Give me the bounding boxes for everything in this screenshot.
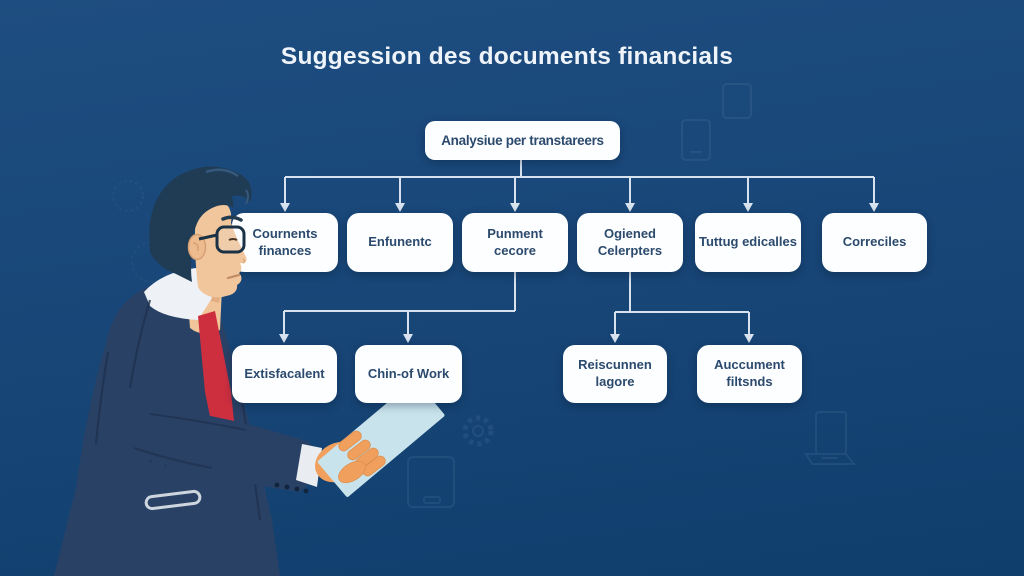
nose-shade [242, 258, 246, 264]
flow-node-label: Extisfacalent [244, 365, 325, 381]
flow-node-level1-6: Correciles [822, 213, 927, 272]
left-subtree-connector [283, 272, 516, 334]
flow-node-label: Analysiue per transtareers [441, 132, 604, 148]
tablet-icon [407, 456, 455, 508]
flow-node-level2-2: Chin-of Work [355, 345, 462, 403]
eyebrow [221, 215, 243, 222]
jacket-pocket [144, 489, 202, 511]
flow-node-label: Correciles [842, 234, 907, 250]
flow-node-level2-4: Auccument filtsnds [697, 345, 802, 403]
flow-node-root: Analysiue per transtareers [425, 121, 620, 160]
shirt-collar [144, 268, 212, 320]
flow-node-label: Punment cecore [487, 225, 543, 258]
ear [187, 233, 207, 261]
flow-node-level1-2: Enfunentc [347, 213, 453, 272]
right-subtree-connector [614, 272, 750, 334]
sleeve-folds [133, 413, 247, 469]
flow-node-level1-1: Cournents finances [232, 213, 338, 272]
face [194, 201, 247, 298]
flow-node-level1-3: Punment cecore [462, 213, 568, 272]
sleeve-buttons [274, 482, 309, 494]
flow-node-label: Enfunentc [368, 234, 432, 250]
flow-node-level1-5: Tuttug edicalles [695, 213, 801, 272]
tablet-icon [681, 119, 711, 161]
hand-fingers [338, 430, 386, 484]
hair [149, 166, 252, 282]
hair-highlight [205, 168, 249, 205]
tablet-icon [722, 83, 752, 119]
flow-node-label: Tuttug edicalles [699, 234, 797, 250]
page-title: Suggession des documents financials [280, 43, 734, 70]
laptop-icon [804, 411, 857, 465]
flow-node-level1-4: Ogiened Celerpters [577, 213, 683, 272]
suit-sleeve [118, 406, 316, 492]
eye [228, 238, 238, 241]
flow-node-label: Ogiened Celerpters [597, 225, 663, 258]
flow-node-label: Chin-of Work [367, 365, 450, 381]
flow-node-level2-3: Reiscunnen lagore [563, 345, 667, 403]
flow-node-level2-1: Extisfacalent [232, 345, 337, 403]
root-connector [284, 160, 875, 203]
gear-icon [462, 415, 494, 447]
flow-node-label: Cournents finances [252, 225, 318, 258]
mouth [226, 273, 241, 280]
connector-arrowheads [279, 203, 879, 343]
flow-node-label: Reiscunnen lagore [578, 357, 652, 389]
thumb [338, 460, 366, 484]
shirt-cuff [296, 444, 322, 487]
flow-node-label: Auccument filtsnds [714, 357, 785, 389]
